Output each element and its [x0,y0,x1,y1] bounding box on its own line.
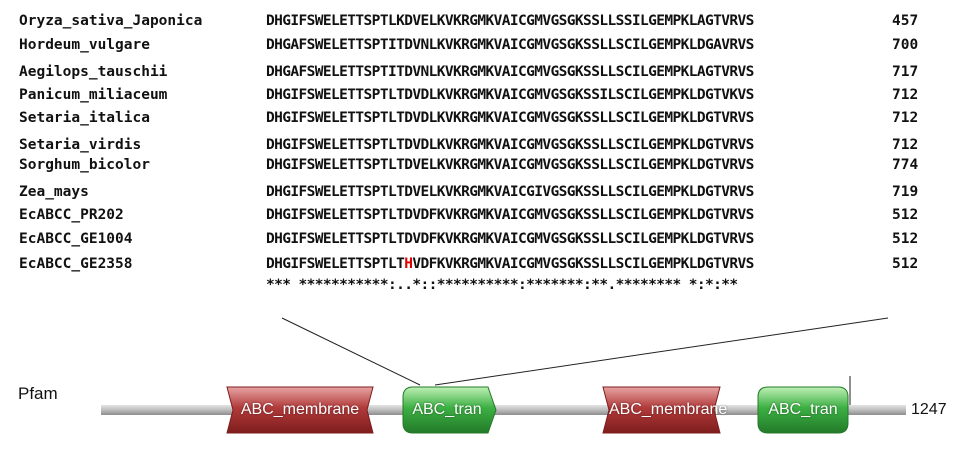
residue-position: 717 [892,64,919,80]
sequence: DHGIFSWELETTSPTLTDVDFKVKRGMKVAICGMVGSGKS… [266,207,754,223]
alignment-row: EcABCC_PR202 DHGIFSWELETTSPTLTDVDFKVKRGM… [0,207,957,229]
residue-position: 512 [892,231,919,247]
sequence: DHGIFSWELETTSPTLTDVELKVKRGMKVAICGMVGSGKS… [266,157,754,173]
species-name: Panicum_miliaceum [19,87,168,103]
sequence: DHGIFSWELETTSPTLTDVDLKVKRGMKVAICGMVGSGKS… [266,137,754,153]
species-name: Sorghum_bicolor [19,157,150,173]
alignment-row: Setaria_virdis DHGIFSWELETTSPTLTDVDLKVKR… [0,137,957,159]
domain-label: ABC_membrane [609,401,728,418]
sequence: DHGIFSWELETTSPTLTDVELKVKRGMKVAICGIVGSGKS… [266,184,754,200]
alignment-row: Setaria_italica DHGIFSWELETTSPTLTDVDLKVK… [0,110,957,132]
domain-label: ABC_tran [768,401,838,418]
residue-position: 712 [892,137,919,153]
sequence: DHGIFSWELETTSPTLKDVELKVKRGMKVAICGMVGSGKS… [266,13,754,29]
alignment-row: EcABCC_GE2358 DHGIFSWELETTSPTLTHVDFKVKRG… [0,256,957,278]
residue-position: 512 [892,207,919,223]
abc-membrane-domain [226,386,374,434]
alignment-row: Aegilops_tauschii DHGAFSWELETTSPTITDVNLK… [0,64,957,86]
mutation-highlight: H [404,256,413,272]
sequence: DHGIFSWELETTSPTLTHVDFKVKRGMKVAICGMVGSGKS… [266,256,754,272]
alignment-row: Hordeum_vulgare DHGAFSWELETTSPTITDVNLKVK… [0,37,957,59]
alignment-row: EcABCC_GE1004 DHGIFSWELETTSPTLTDVDFKVKRG… [0,231,957,253]
sequence-segment: DHGIFSWELETTSPTLT [266,256,405,272]
residue-position: 512 [892,256,919,272]
species-name: Setaria_italica [19,110,150,126]
alignment-row: Sorghum_bicolor DHGIFSWELETTSPTLTDVELKVK… [0,157,957,179]
sequence: DHGAFSWELETTSPTITDVNLKVKRGMKVAICGMVGSGKS… [266,64,754,80]
species-name: Setaria_virdis [19,137,142,153]
alignment-row: Zea_mays DHGIFSWELETTSPTLTDVELKVKRGMKVAI… [0,184,957,206]
alignment-row: Oryza_sativa_Japonica DHGIFSWELETTSPTLKD… [0,13,957,35]
pfam-label: Pfam [18,384,58,403]
residue-position: 457 [892,13,919,29]
abc-tran-domain [402,386,497,434]
species-name: EcABCC_GE1004 [19,231,133,247]
zoom-connector-line [281,317,421,386]
abc-membrane-domain [602,386,721,434]
sequence: DHGAFSWELETTSPTITDVNLKVKRGMKVAICGMVGSGKS… [266,37,754,53]
residue-position: 712 [892,110,919,126]
species-name: Aegilops_tauschii [19,64,168,80]
protein-backbone [101,405,906,415]
sequence: DHGIFSWELETTSPTLTDVDLKVKRGMKVAICGMVGSGKS… [266,87,754,103]
sequence: DHGIFSWELETTSPTLTDVDFKVKRGMKVAICGMVGSGKS… [266,231,754,247]
residue-position: 774 [892,157,919,173]
alignment-row: Panicum_miliaceum DHGIFSWELETTSPTLTDVDLK… [0,87,957,109]
sequence-segment: VDFKVKRGMKVAICGMVGSGKSSLLSCILGEMPKLDGTVR… [412,256,754,272]
consensus-line: *** ***********:..*::**********:*******:… [266,277,738,293]
species-name: Zea_mays [19,184,89,200]
sequence: DHGIFSWELETTSPTLTDVDLKVKRGMKVAICGMVGSGKS… [266,110,754,126]
abc-tran-domain [757,386,849,434]
species-name: Oryza_sativa_Japonica [19,13,203,29]
species-name: EcABCC_GE2358 [19,256,133,272]
species-name: Hordeum_vulgare [19,37,150,53]
domain-label: ABC_membrane [240,401,360,418]
species-name: EcABCC_PR202 [19,207,124,223]
residue-position: 700 [892,37,919,53]
zoom-connector-line [434,317,889,386]
residue-position: 712 [892,87,919,103]
domain-label: ABC_tran [412,401,482,418]
residue-position: 719 [892,184,919,200]
protein-length: 1247 [911,401,947,418]
